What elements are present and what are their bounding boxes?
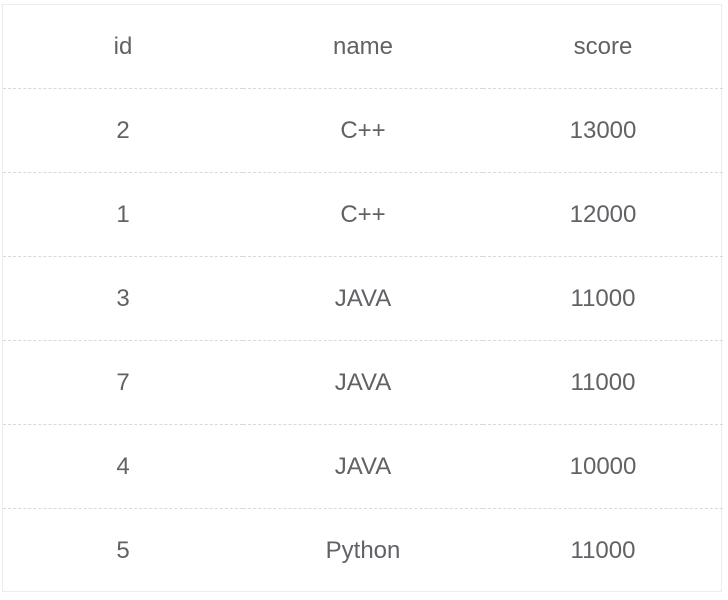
cell-score: 13000	[483, 88, 723, 173]
cell-id: 4	[3, 424, 243, 509]
cell-name: JAVA	[243, 424, 483, 509]
table-body: 2 C++ 13000 1 C++ 12000 3 JAVA 11000 7 J…	[3, 88, 723, 593]
header-row: id name score	[3, 5, 723, 89]
column-header-name[interactable]: name	[243, 5, 483, 89]
table-row[interactable]: 5 Python 11000	[3, 509, 723, 593]
cell-name: JAVA	[243, 256, 483, 341]
cell-name: C++	[243, 88, 483, 173]
cell-score: 11000	[483, 340, 723, 425]
cell-id: 7	[3, 340, 243, 425]
cell-id: 5	[116, 536, 130, 564]
table-row[interactable]: 7 JAVA 11000	[3, 340, 723, 425]
cell-score: 10000	[483, 424, 723, 509]
data-table: id name score 2 C++ 13000 1 C++ 12000 3 …	[3, 5, 723, 592]
cell-id: 3	[3, 256, 243, 341]
cell-name: C++	[243, 172, 483, 257]
cell-score: 11000	[570, 536, 636, 564]
table-row[interactable]: 3 JAVA 11000	[3, 256, 723, 341]
cell-name: JAVA	[243, 340, 483, 425]
cell-id: 2	[3, 88, 243, 173]
column-header-id[interactable]: id	[3, 5, 243, 89]
cell-score: 11000	[483, 256, 723, 341]
data-table-container: id name score 2 C++ 13000 1 C++ 12000 3 …	[2, 4, 723, 592]
cell-name: Python	[325, 536, 401, 564]
cell-score: 12000	[483, 172, 723, 257]
table-header: id name score	[3, 5, 723, 89]
table-row[interactable]: 1 C++ 12000	[3, 172, 723, 257]
column-header-score[interactable]: score	[483, 5, 723, 89]
table-row[interactable]: 2 C++ 13000	[3, 88, 723, 173]
cell-id: 1	[3, 172, 243, 257]
table-row[interactable]: 4 JAVA 10000	[3, 424, 723, 509]
